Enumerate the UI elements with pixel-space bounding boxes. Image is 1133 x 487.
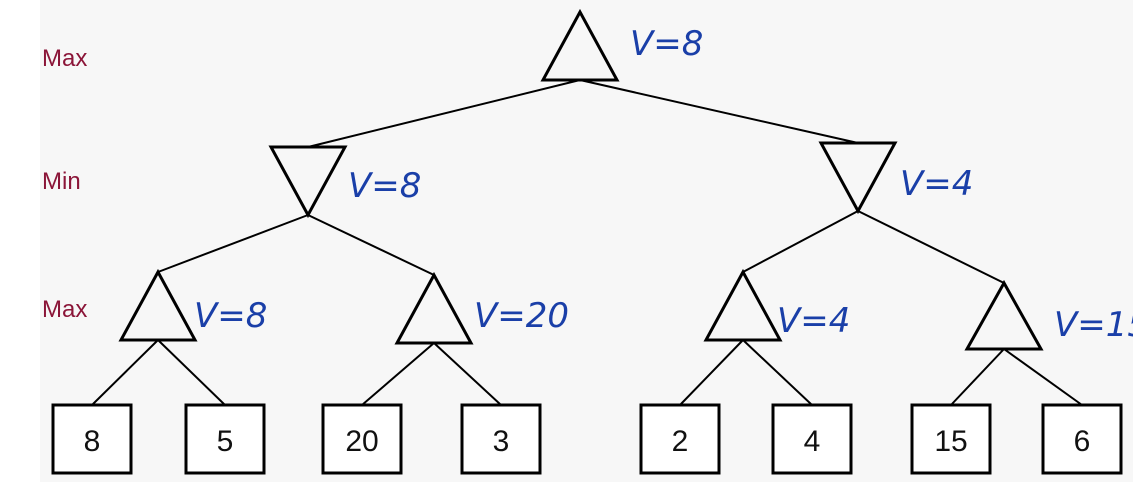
leaf-value-5: 4 bbox=[804, 425, 821, 458]
edge-max-1-to-leaf-0 bbox=[91, 339, 159, 406]
leaf-value-6: 15 bbox=[934, 425, 967, 458]
leaf-box-0 bbox=[51, 403, 133, 475]
edge-max-1-to-leaf-1 bbox=[157, 339, 226, 406]
edge-root-to-min-right bbox=[579, 79, 859, 144]
leaf-value-1: 5 bbox=[217, 425, 234, 458]
annotation-min-right: V=4 bbox=[900, 164, 973, 204]
edge-min-left-to-max-1 bbox=[157, 214, 309, 273]
min-node-min-right bbox=[818, 141, 898, 215]
annotation-max-1: V=8 bbox=[194, 296, 267, 336]
edge-max-4-to-leaf-6 bbox=[950, 348, 1005, 406]
leaf-value-7: 6 bbox=[1074, 425, 1091, 458]
annotation-max-4: V=15 bbox=[1054, 305, 1133, 345]
leaf-box-4 bbox=[639, 403, 721, 475]
edge-max-4-to-leaf-7 bbox=[1003, 348, 1083, 406]
leaf-value-4: 2 bbox=[672, 425, 689, 458]
min-node-min-left bbox=[268, 145, 348, 219]
level-label-max-bottom: Max bbox=[42, 296, 87, 323]
leaf-box-7 bbox=[1041, 403, 1123, 475]
leaf-box-5 bbox=[771, 403, 853, 475]
tree-edges bbox=[91, 79, 1083, 406]
level-label-max-top: Max bbox=[42, 45, 87, 72]
edge-min-right-to-max-4 bbox=[857, 210, 1005, 284]
edge-root-to-min-left bbox=[307, 79, 581, 148]
leaf-value-0: 8 bbox=[84, 425, 101, 458]
leaf-value-3: 3 bbox=[493, 425, 510, 458]
level-label-min: Min bbox=[42, 168, 81, 195]
leaf-value-2: 20 bbox=[345, 425, 378, 458]
edge-max-3-to-leaf-4 bbox=[679, 339, 744, 406]
edge-min-left-to-max-2 bbox=[307, 214, 435, 276]
tree-nodes bbox=[118, 8, 1044, 351]
edge-max-3-to-leaf-5 bbox=[742, 339, 813, 406]
leaf-box-2 bbox=[321, 403, 403, 475]
annotation-max-3: V=4 bbox=[777, 301, 850, 341]
edge-min-right-to-max-3 bbox=[742, 210, 859, 273]
max-node-max-3 bbox=[703, 268, 783, 342]
max-node-max-4 bbox=[964, 279, 1044, 351]
max-node-max-2 bbox=[394, 271, 474, 345]
leaf-box-6 bbox=[910, 403, 992, 475]
annotation-max-2: V=20 bbox=[474, 296, 569, 336]
max-node-root bbox=[540, 8, 620, 82]
edge-max-2-to-leaf-3 bbox=[433, 342, 502, 406]
annotation-root: V=8 bbox=[630, 24, 703, 64]
edge-max-2-to-leaf-2 bbox=[361, 342, 435, 406]
annotation-min-left: V=8 bbox=[348, 166, 421, 206]
leaf-box-1 bbox=[184, 403, 266, 475]
leaf-box-3 bbox=[460, 403, 542, 475]
max-node-max-1 bbox=[118, 268, 198, 342]
value-annotations: V=8V=8V=4V=8V=20V=4V=15 bbox=[194, 24, 1133, 345]
